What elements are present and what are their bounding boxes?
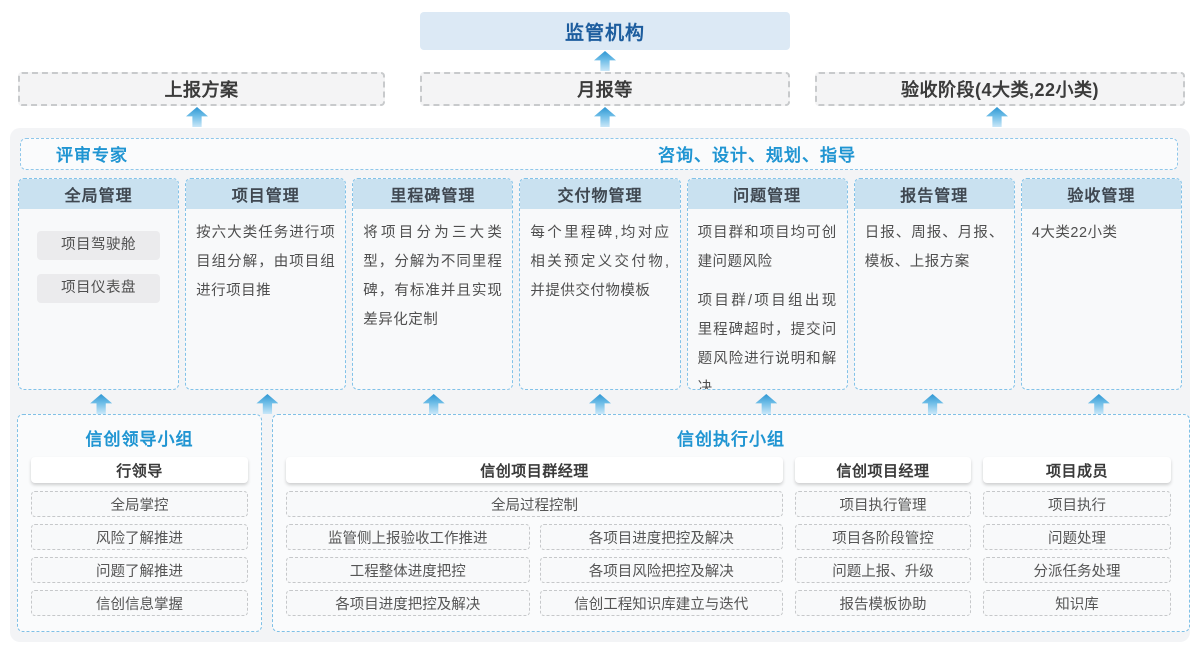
column-arrows-row bbox=[18, 394, 1182, 414]
stage-monthly-report: 月报等 bbox=[420, 72, 790, 106]
role-project-member: 项目成员 bbox=[983, 457, 1171, 483]
role-project-manager: 信创项目经理 bbox=[795, 457, 971, 483]
role-program-manager: 信创项目群经理 bbox=[286, 457, 783, 483]
up-arrow-icon bbox=[594, 107, 616, 127]
role-bank-leadership: 行领导 bbox=[31, 457, 248, 483]
task-item: 项目执行 bbox=[983, 491, 1171, 517]
column-global-management: 全局管理 项目驾驶舱 项目仪表盘 bbox=[18, 178, 180, 390]
column-title: 问题管理 bbox=[687, 179, 847, 209]
up-arrow-icon bbox=[986, 107, 1008, 127]
review-experts-label: 评审专家 bbox=[56, 146, 128, 165]
up-arrow-icon bbox=[755, 394, 778, 414]
leadership-group: 信创领导小组 行领导 全局掌控 风险了解推进 问题了解推进 信创信息掌握 bbox=[17, 414, 262, 632]
column-text: 将项目分为三大类型，分解为不同里程碑，有标准并且实现差异化定制 bbox=[363, 225, 503, 328]
up-arrow-icon bbox=[594, 51, 616, 71]
column-text: 项目群和项目均可创建问题风险 bbox=[697, 225, 837, 270]
task-item: 知识库 bbox=[983, 590, 1171, 616]
up-arrow-icon bbox=[921, 394, 944, 414]
execution-group: 信创执行小组 信创项目群经理 全局过程控制 监管侧上报验收工作推进 各项目进度把… bbox=[272, 414, 1190, 632]
column-title: 验收管理 bbox=[1021, 179, 1181, 209]
task-item: 问题上报、升级 bbox=[795, 557, 971, 583]
task-item: 分派任务处理 bbox=[983, 557, 1171, 583]
execution-group-title: 信创执行小组 bbox=[677, 429, 785, 449]
task-item: 项目执行管理 bbox=[795, 491, 971, 517]
up-arrow-icon bbox=[186, 107, 208, 127]
stage-report-plan: 上报方案 bbox=[18, 72, 385, 106]
task-item: 各项目进度把控及解决 bbox=[539, 524, 783, 550]
task-item: 报告模板协助 bbox=[795, 590, 971, 616]
column-title: 交付物管理 bbox=[520, 179, 680, 209]
up-arrow-icon bbox=[256, 394, 279, 414]
column-milestone-management: 里程碑管理 将项目分为三大类型，分解为不同里程碑，有标准并且实现差异化定制 bbox=[352, 178, 514, 390]
task-item: 监管侧上报验收工作推进 bbox=[286, 524, 530, 550]
column-text: 按六大类任务进行项目组分解，由项目组进行项目推 bbox=[196, 225, 336, 299]
task-item: 各项目风险把控及解决 bbox=[539, 557, 783, 583]
leadership-group-title: 信创领导小组 bbox=[85, 429, 194, 449]
up-arrow-icon bbox=[1087, 394, 1110, 414]
task-item: 信创工程知识库建立与迭代 bbox=[539, 590, 783, 616]
column-text: 4大类22小类 bbox=[1031, 225, 1118, 241]
column-issue-management: 问题管理 项目群和项目均可创建问题风险 项目群/项目组出现里程碑超时，提交问题风… bbox=[686, 178, 848, 390]
experts-header-strip: 评审专家 咨询、设计、规划、指导 bbox=[20, 138, 1178, 170]
column-text: 日报、周报、月报、模板、上报方案 bbox=[864, 225, 1004, 270]
stage-acceptance-phase: 验收阶段(4大类,22小类) bbox=[815, 72, 1185, 106]
column-acceptance-management: 验收管理 4大类22小类 bbox=[1020, 178, 1182, 390]
column-title: 报告管理 bbox=[854, 179, 1014, 209]
up-arrow-icon bbox=[588, 394, 611, 414]
project-member-section: 项目成员 项目执行 问题处理 分派任务处理 知识库 bbox=[983, 450, 1171, 616]
management-columns: 全局管理 项目驾驶舱 项目仪表盘 项目管理 按六大类任务进行项目组分解，由项目组… bbox=[18, 178, 1182, 390]
up-arrow-icon bbox=[422, 394, 445, 414]
task-item: 问题了解推进 bbox=[31, 557, 248, 583]
pill-project-cockpit: 项目驾驶舱 bbox=[37, 231, 161, 260]
consulting-design-label: 咨询、设计、规划、指导 bbox=[658, 146, 856, 165]
column-title: 里程碑管理 bbox=[353, 179, 513, 209]
column-title: 项目管理 bbox=[186, 179, 346, 209]
pill-project-dashboard: 项目仪表盘 bbox=[37, 274, 161, 303]
column-project-management: 项目管理 按六大类任务进行项目组分解，由项目组进行项目推 bbox=[185, 178, 347, 390]
task-item: 信创信息掌握 bbox=[31, 590, 248, 616]
column-text: 项目群/项目组出现里程碑超时，提交问题风险进行说明和解决 bbox=[697, 293, 837, 390]
program-manager-section: 信创项目群经理 全局过程控制 监管侧上报验收工作推进 各项目进度把控及解决 工程… bbox=[286, 450, 783, 616]
column-text: 每个里程碑,均对应相关预定义交付物,并提供交付物模板 bbox=[530, 225, 670, 299]
column-title: 全局管理 bbox=[19, 179, 179, 209]
task-item: 风险了解推进 bbox=[31, 524, 248, 550]
column-deliverable-management: 交付物管理 每个里程碑,均对应相关预定义交付物,并提供交付物模板 bbox=[519, 178, 681, 390]
task-item: 工程整体进度把控 bbox=[286, 557, 530, 583]
task-item: 全局掌控 bbox=[31, 491, 248, 517]
task-item: 各项目进度把控及解决 bbox=[286, 590, 530, 616]
up-arrow-icon bbox=[90, 394, 113, 414]
column-report-management: 报告管理 日报、周报、月报、模板、上报方案 bbox=[853, 178, 1015, 390]
task-item: 问题处理 bbox=[983, 524, 1171, 550]
main-panel: 评审专家 咨询、设计、规划、指导 全局管理 项目驾驶舱 项目仪表盘 项目管理 按… bbox=[10, 128, 1190, 642]
project-manager-section: 信创项目经理 项目执行管理 项目各阶段管控 问题上报、升级 报告模板协助 bbox=[795, 450, 971, 616]
task-item: 项目各阶段管控 bbox=[795, 524, 971, 550]
regulator-box: 监管机构 bbox=[420, 12, 790, 50]
task-item: 全局过程控制 bbox=[286, 491, 783, 517]
